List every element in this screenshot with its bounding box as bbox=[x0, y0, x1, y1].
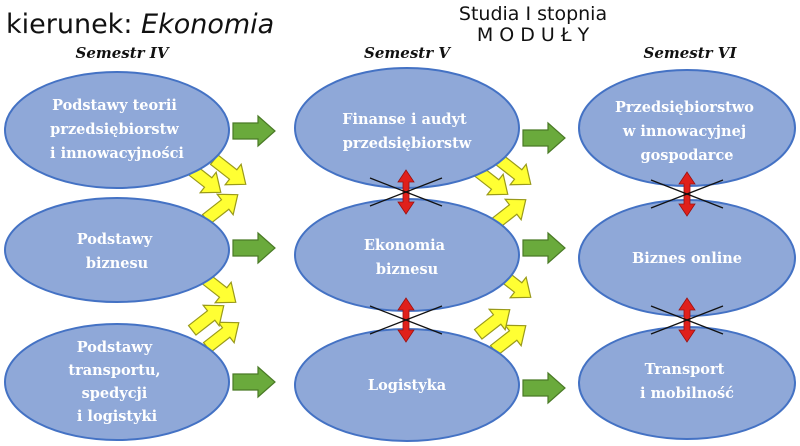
module-s4-transport-label: Podstawy transportu, spedycji i logistyk… bbox=[68, 339, 165, 425]
green-arrow-s4-transport-to-s5-logistyka bbox=[232, 365, 276, 399]
red-arrow-crossed-s6-przedsiebiorstwo-s6-biznes-online bbox=[650, 171, 724, 217]
green-arrow-s4-biznes-to-s5-ekonomia bbox=[232, 231, 276, 265]
red-arrow-crossed-s5-ekonomia-s5-logistyka bbox=[369, 297, 443, 343]
module-s4-biznes-label: Podstawy biznesu bbox=[77, 231, 158, 272]
yellow-arrow-s4-transport-to-s5-ekonomia bbox=[202, 321, 240, 353]
semester-v-title: Semestr V bbox=[364, 44, 451, 62]
red-arrow-crossed-s6-biznes-online-s6-transport bbox=[650, 297, 724, 343]
module-s6-biznes-online: Biznes online bbox=[578, 199, 796, 317]
header-field: Ekonomia bbox=[141, 9, 274, 40]
module-s5-logistyka: Logistyka bbox=[294, 328, 520, 442]
yellow-arrow-s4-transport-to-s5-ekonomia-2 bbox=[187, 304, 225, 336]
module-s5-logistyka-label: Logistyka bbox=[368, 377, 447, 394]
modules-heading: M O D U Ł Y bbox=[477, 24, 590, 46]
module-s6-przedsiebiorstwo-label: Przedsiębiorstwo w innowacyjnej gospodar… bbox=[615, 99, 759, 164]
red-arrow-crossed-s5-finanse-s5-ekonomia bbox=[369, 169, 443, 215]
module-s5-ekonomia-label: Ekonomia biznesu bbox=[364, 237, 450, 278]
module-s4-teoria-label: Podstawy teorii przedsiębiorstw i innowa… bbox=[50, 97, 184, 162]
module-s5-ekonomia: Ekonomia biznesu bbox=[294, 198, 520, 312]
module-s5-finanse: Finanse i audyt przedsiębiorstw bbox=[294, 67, 520, 189]
module-s6-transport: Transport i mobilność bbox=[578, 326, 796, 440]
green-arrow-s4-teoria-to-s5-finanse bbox=[232, 114, 276, 148]
green-arrows-layer bbox=[232, 114, 566, 405]
module-s4-biznes: Podstawy biznesu bbox=[4, 197, 230, 303]
study-level: Studia I stopnia bbox=[459, 3, 607, 25]
semester-iv-title: Semestr IV bbox=[76, 44, 170, 62]
yellow-arrow-s4-biznes-to-s5-finanse bbox=[201, 193, 239, 225]
yellow-arrow-s5-logistyka-to-s6-biznes-online bbox=[489, 324, 527, 356]
nodes-layer: Podstawy teorii przedsiębiorstw i innowa… bbox=[4, 67, 796, 442]
header-title: kierunek: Ekonomia bbox=[6, 9, 274, 40]
module-s4-transport: Podstawy transportu, spedycji i logistyk… bbox=[4, 323, 230, 441]
module-s6-biznes-online-label: Biznes online bbox=[632, 250, 742, 267]
yellow-arrow-s5-finanse-to-s6-biznes-online bbox=[494, 154, 532, 186]
green-arrow-s5-logistyka-to-s6-transport bbox=[522, 371, 566, 405]
red-crossed-arrows-layer bbox=[369, 169, 724, 343]
module-s6-transport-label: Transport i mobilność bbox=[640, 361, 734, 402]
green-arrow-s5-finanse-to-s6-przedsiebiorstwo bbox=[522, 121, 566, 155]
module-s5-finanse-label: Finanse i audyt przedsiębiorstw bbox=[342, 111, 472, 152]
header-prefix: kierunek: bbox=[6, 9, 132, 40]
yellow-arrows-layer bbox=[184, 154, 532, 356]
module-s4-teoria: Podstawy teorii przedsiębiorstw i innowa… bbox=[4, 71, 230, 189]
yellow-arrow-s5-logistyka-to-s6-biznes-online-2 bbox=[473, 308, 511, 340]
semester-vi-title: Semestr VI bbox=[644, 44, 738, 62]
yellow-arrow-s4-teoria-to-s5-ekonomia bbox=[209, 154, 247, 186]
green-arrow-s5-ekonomia-to-s6-biznes-online bbox=[522, 231, 566, 265]
module-s6-przedsiebiorstwo: Przedsiębiorstwo w innowacyjnej gospodar… bbox=[578, 69, 796, 187]
